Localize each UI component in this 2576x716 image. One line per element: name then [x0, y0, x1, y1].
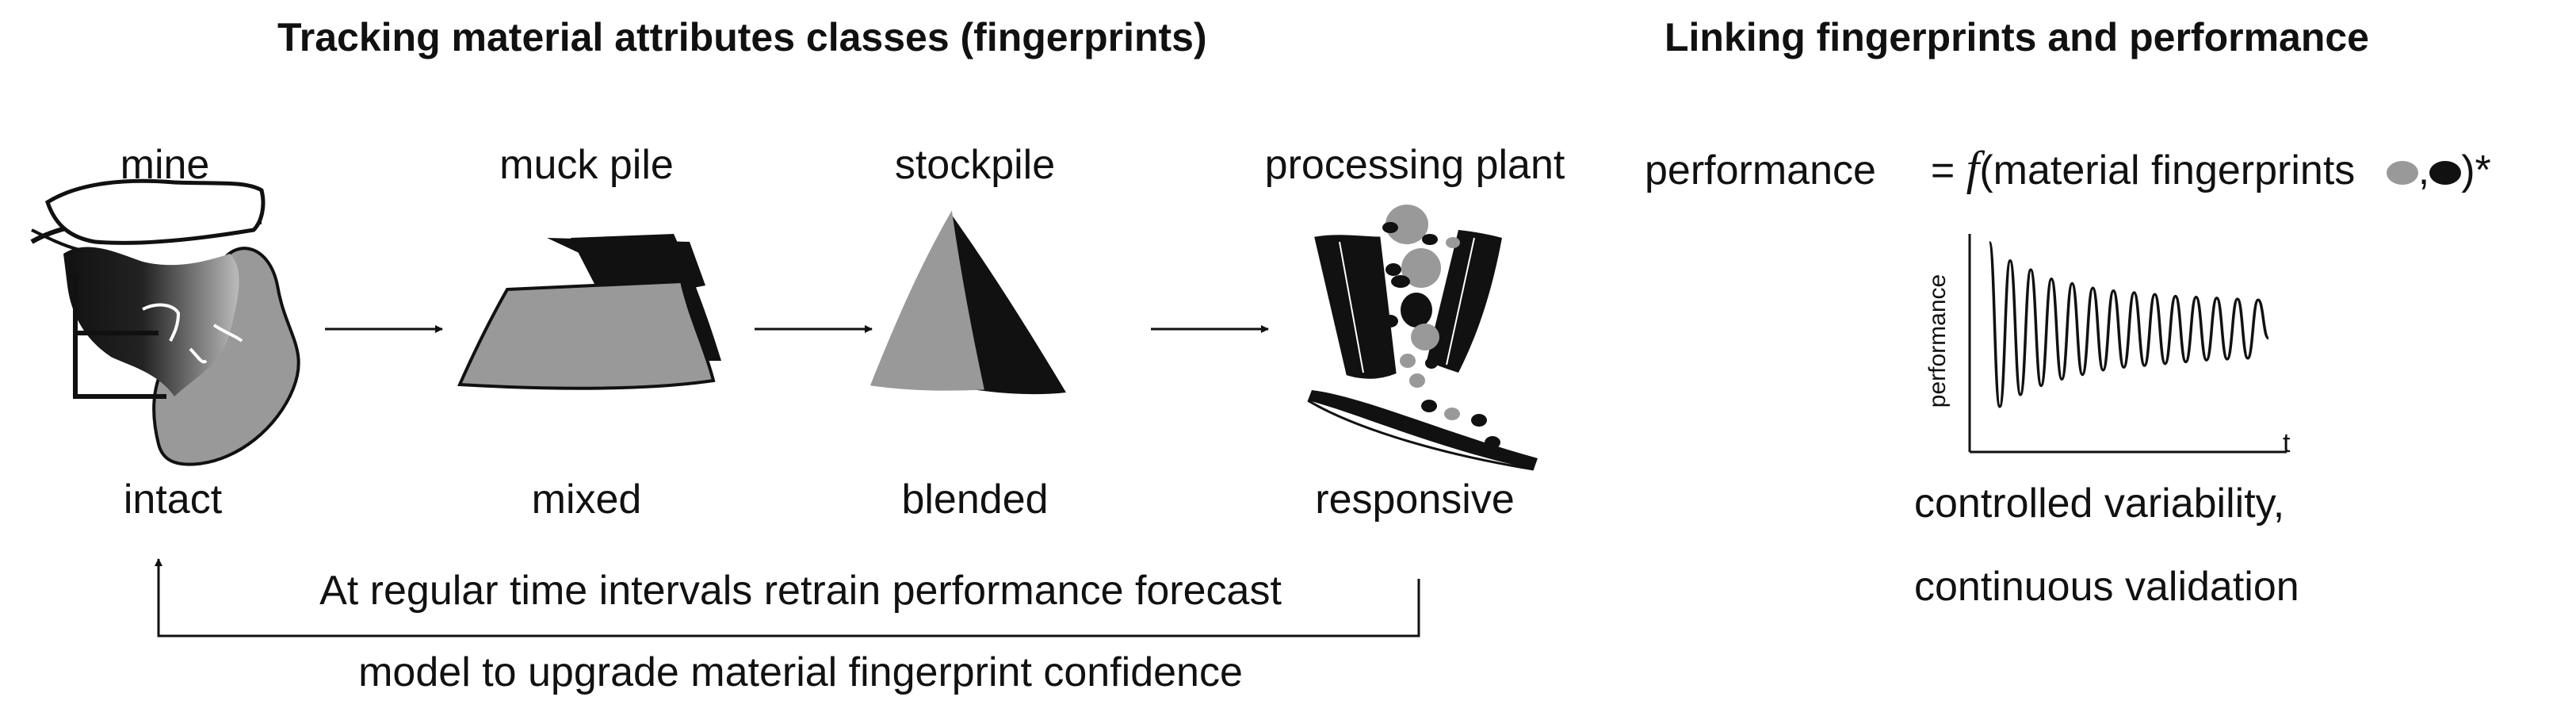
plot-xlabel: t	[2283, 428, 2291, 458]
processing-plant-illustration	[1307, 205, 1538, 471]
performance-line	[1988, 241, 2270, 408]
stage-label-processing-plant: processing plant	[1264, 142, 1565, 188]
stage-label-muck-pile: muck pile	[499, 142, 674, 188]
stockpile-illustration	[869, 210, 1066, 395]
formula-close: )*	[2461, 147, 2491, 193]
stage-label-mine: mine	[120, 142, 210, 188]
formula-lhs: performance	[1645, 147, 1876, 193]
formula-equals: =	[1930, 147, 1955, 193]
stage-label-stockpile: stockpile	[894, 142, 1056, 188]
heading-linking: Linking fingerprints and performance	[1664, 15, 2369, 59]
state-label-mixed: mixed	[531, 477, 642, 523]
feedback-text-line1: At regular time intervals retrain perfor…	[319, 568, 1282, 614]
caption-line1: controlled variability,	[1914, 481, 2285, 526]
state-label-intact: intact	[123, 477, 223, 523]
feedback-text-line2: model to upgrade material fingerprint co…	[358, 649, 1243, 695]
performance-plot	[1968, 234, 2287, 454]
state-label-blended: blended	[901, 477, 1049, 523]
plot-ylabel: performance	[1924, 274, 1951, 408]
formula: performance = f(material fingerprints ,)…	[1645, 141, 2491, 196]
formula-function: f	[1966, 142, 1980, 194]
state-label-responsive: responsive	[1315, 477, 1515, 523]
gray-fingerprint-icon	[2386, 161, 2418, 186]
formula-comma: ,	[2417, 147, 2430, 193]
feedback-loop-arrow	[155, 558, 1420, 638]
muck-pile-illustration	[457, 234, 721, 390]
mine-illustration	[30, 178, 300, 466]
black-fingerprint-icon	[2429, 161, 2462, 186]
heading-tracking: Tracking material attributes classes (fi…	[277, 15, 1207, 59]
caption-line2: continuous validation	[1914, 564, 2299, 610]
formula-argument: (material fingerprints	[1979, 147, 2356, 193]
